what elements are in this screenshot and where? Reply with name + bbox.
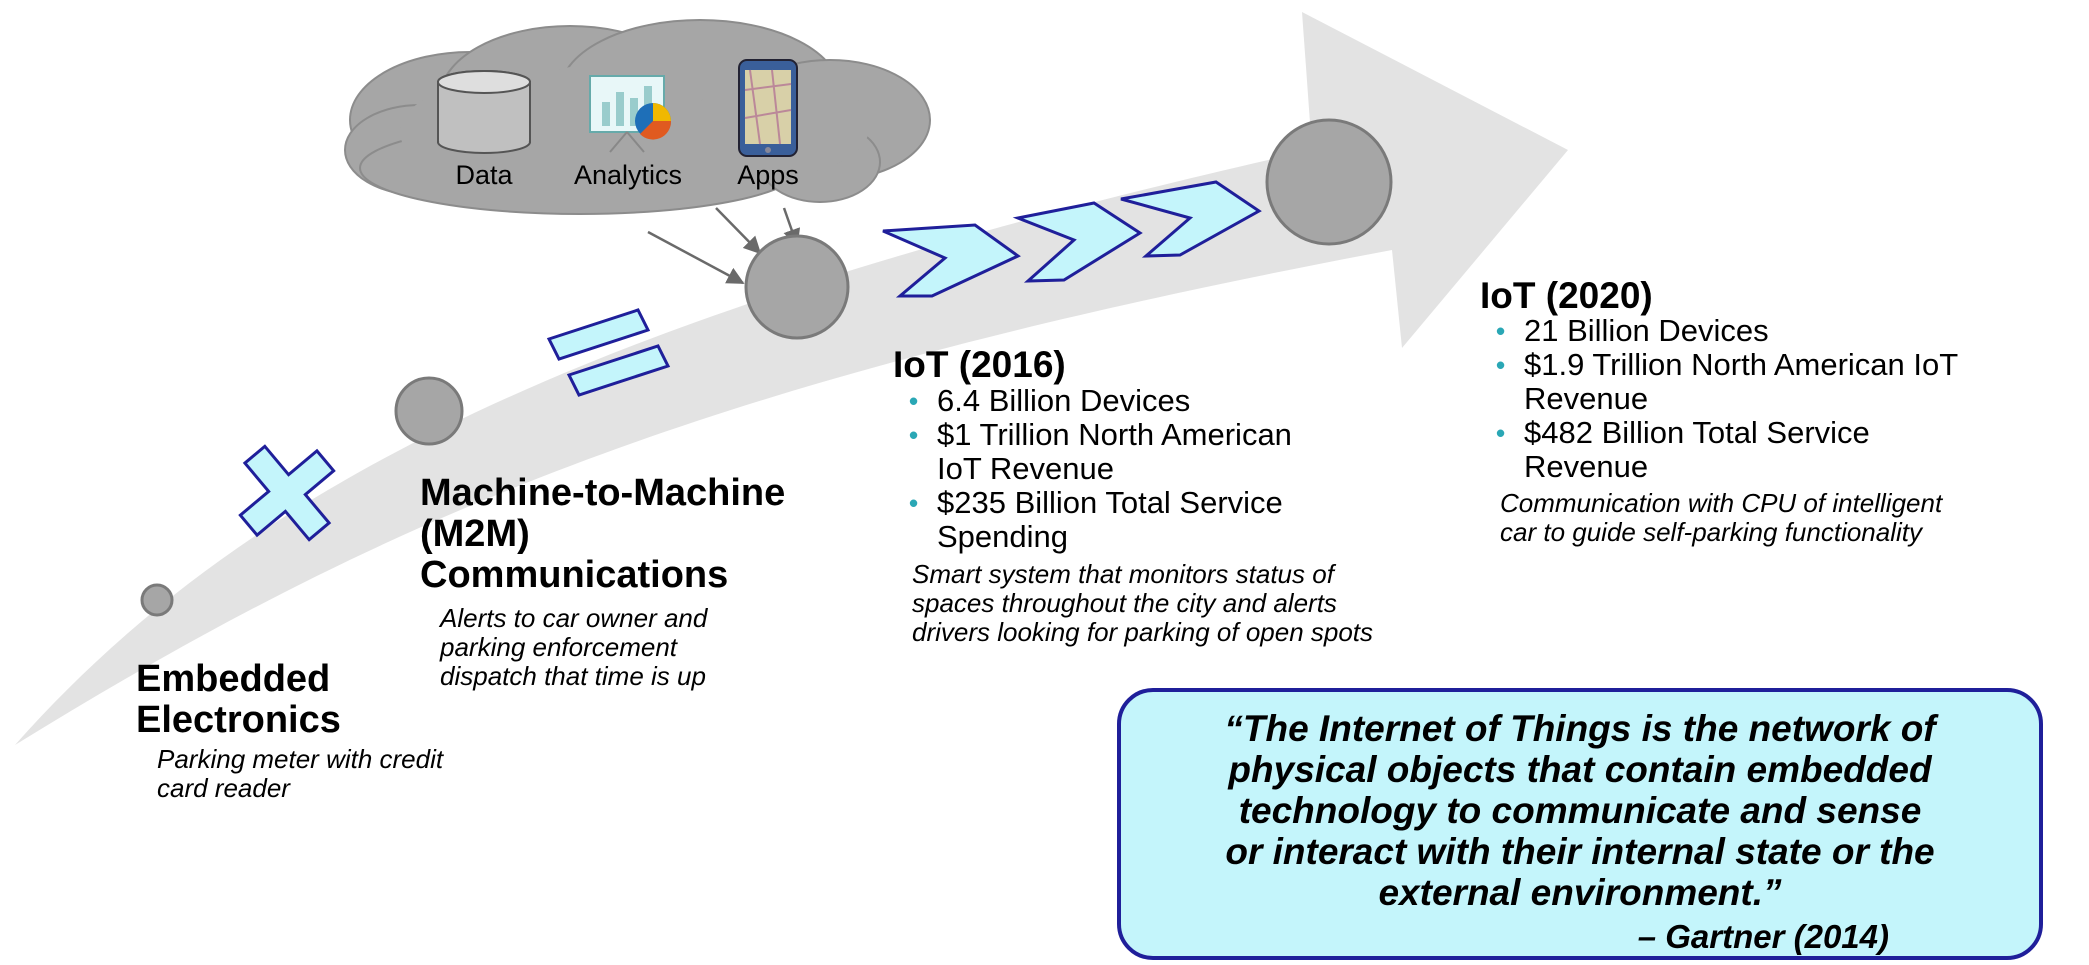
gartner-quote-box: “The Internet of Things is the network o… <box>1117 688 2043 960</box>
iot2020-title: IoT (2020) <box>1480 275 1653 316</box>
quote-text: “The Internet of Things is the network o… <box>1224 708 1936 913</box>
cloud-label-data: Data <box>455 160 513 190</box>
iot2020-bullet-list: 21 Billion Devices $1.9 Trillion North A… <box>1484 314 1958 484</box>
iot2016-description: Smart system that monitors status of spa… <box>912 559 1374 647</box>
list-item: 6.4 Billion Devices <box>897 384 1292 419</box>
m2m-description: Alerts to car owner and parking enforcem… <box>440 603 708 691</box>
equals-icon <box>546 308 671 397</box>
list-item: 21 Billion Devices <box>1484 314 1958 349</box>
analytics-flow-arrow <box>715 207 762 255</box>
iot2016-title: IoT (2016) <box>893 344 1066 385</box>
stage-node-embedded <box>140 583 174 617</box>
iot2016-bullet-list: 6.4 Billion Devices $1 Trillion North Am… <box>897 384 1292 554</box>
stage-node-m2m <box>394 376 464 446</box>
cloud-label-apps: Apps <box>737 160 799 190</box>
analytics-chart-icon <box>589 75 672 153</box>
embedded-title: Embedded Electronics <box>136 658 341 741</box>
stage-node-iot2020 <box>1265 118 1393 246</box>
embedded-description: Parking meter with credit card reader <box>157 744 444 803</box>
database-icon <box>437 70 531 154</box>
quote-source: – Gartner (2014) <box>1637 918 1889 955</box>
plus-icon <box>238 444 336 542</box>
chevron-arrow-icon <box>882 180 1262 298</box>
m2m-title: Machine-to-Machine (M2M) Communications <box>420 472 786 596</box>
iot2020-description: Communication with CPU of intelligent ca… <box>1500 488 1943 547</box>
stage-node-iot2016 <box>744 234 850 340</box>
cloud-label-analytics: Analytics <box>573 160 683 190</box>
mobile-app-icon <box>738 59 798 157</box>
data-flow-arrow <box>647 230 745 285</box>
